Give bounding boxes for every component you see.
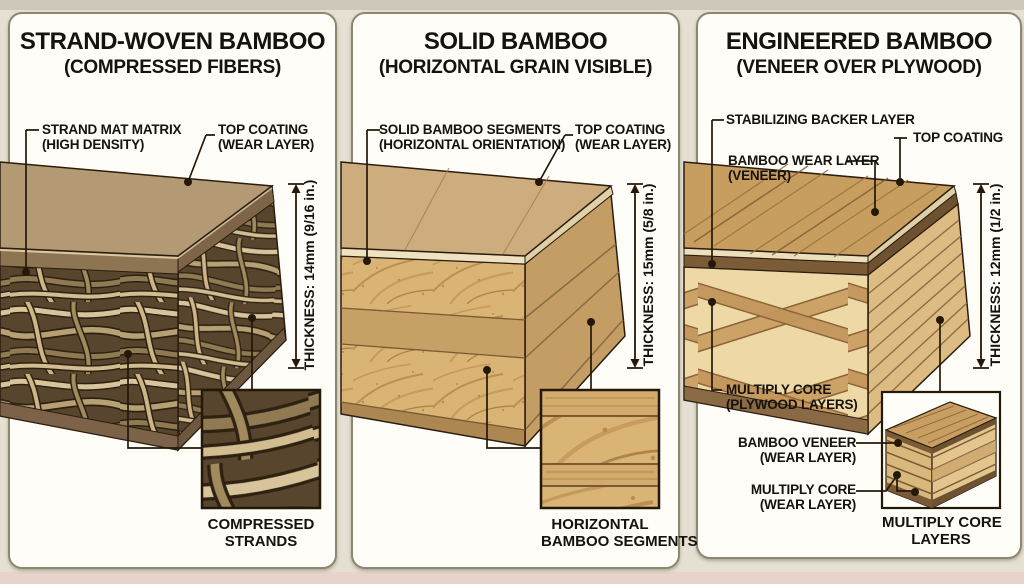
label-top-coating: TOP COATING bbox=[913, 130, 1004, 145]
label-bamboo-veneer: BAMBOO VENEER (WEAR LAYER) bbox=[738, 435, 857, 466]
panel-subtitle: (COMPRESSED FIBERS) bbox=[63, 57, 282, 78]
inset-detail bbox=[539, 388, 661, 510]
leader-dot bbox=[871, 208, 879, 216]
mini-block-3d bbox=[884, 401, 998, 509]
leader-dot bbox=[708, 260, 716, 268]
leader-dot bbox=[896, 178, 904, 186]
leader-dot bbox=[184, 178, 192, 186]
solid-bamboo-illustration bbox=[340, 129, 661, 510]
connector-lines bbox=[483, 318, 595, 449]
panel-subtitle: (VENEER OVER PLYWOOD) bbox=[736, 57, 982, 78]
label-multiply-core: MULTIPLY CORE (PLYWOOD LAYERS) bbox=[726, 382, 858, 413]
strand-woven-illustration bbox=[0, 129, 322, 510]
panel-solid-bamboo: SOLID BAMBOO (HORIZONTAL GRAIN VISIBLE) … bbox=[340, 12, 698, 569]
inset-leaders bbox=[856, 439, 919, 496]
label-strand-mat-matrix: STRAND MAT MATRIX (HIGH DENSITY) bbox=[42, 122, 182, 153]
engineered-bamboo-illustration bbox=[683, 119, 1002, 510]
leader-dot bbox=[248, 314, 256, 322]
leader-dot bbox=[893, 471, 901, 479]
label-top-coating: TOP COATING (WEAR LAYER) bbox=[575, 122, 672, 153]
connector-lines bbox=[124, 314, 256, 449]
dimension-arrow-up bbox=[630, 184, 640, 193]
leader-lines bbox=[22, 129, 215, 276]
leader-dot bbox=[22, 268, 30, 276]
dimension-indicator bbox=[288, 183, 304, 369]
leader-dot bbox=[535, 178, 543, 186]
label-solid-segments: SOLID BAMBOO SEGMENTS (HORIZONTAL ORIENT… bbox=[379, 122, 566, 153]
inset-caption: MULTIPLY CORE LAYERS bbox=[882, 514, 1002, 549]
block-3d bbox=[0, 161, 287, 452]
leader-dot bbox=[936, 316, 944, 324]
leader-dot bbox=[363, 257, 371, 265]
panel-strand-woven: STRAND-WOVEN BAMBOO (COMPRESSED FIBERS) … bbox=[0, 12, 337, 569]
inset-caption: COMPRESSED STRANDS bbox=[207, 516, 315, 551]
dimension-arrow-up bbox=[291, 184, 301, 193]
inset-detail bbox=[200, 388, 322, 510]
dimension-arrow-down bbox=[976, 359, 986, 368]
bottom-margin-strip bbox=[0, 572, 1024, 584]
leader-dot bbox=[708, 298, 716, 306]
label-multiply-core-wear: MULTIPLY CORE (WEAR LAYER) bbox=[750, 482, 856, 513]
panel-engineered-bamboo: ENGINEERED BAMBOO (VENEER OVER PLYWOOD) … bbox=[683, 12, 1022, 559]
leader-dot bbox=[483, 366, 491, 374]
thickness-label: THICKNESS: 12mm (1/2 in.) bbox=[987, 183, 1003, 367]
panel-title: ENGINEERED BAMBOO bbox=[725, 28, 993, 55]
panel-subtitle: (HORIZONTAL GRAIN VISIBLE) bbox=[378, 57, 653, 78]
dimension-arrow-down bbox=[291, 359, 301, 368]
inset-detail bbox=[856, 390, 1002, 510]
inset-caption: HORIZONTAL BAMBOO SEGMENTS bbox=[541, 516, 698, 551]
label-top-coating: TOP COATING (WEAR LAYER) bbox=[218, 122, 315, 153]
leader-lines bbox=[708, 119, 907, 268]
block-3d bbox=[340, 161, 626, 448]
thickness-label: THICKNESS: 15mm (5/8 in.) bbox=[640, 183, 656, 367]
thickness-label: THICKNESS: 14mm (9/16 in.) bbox=[301, 179, 317, 371]
leader-dot bbox=[587, 318, 595, 326]
top-margin-strip bbox=[0, 0, 1024, 10]
dimension-arrow-up bbox=[976, 184, 986, 193]
label-bamboo-wear-layer: BAMBOO WEAR LAYER (VENEER) bbox=[728, 153, 880, 184]
dimension-arrow-down bbox=[630, 359, 640, 368]
label-stabilizing-backer: STABILIZING BACKER LAYER bbox=[726, 112, 915, 127]
leader-dot bbox=[124, 350, 132, 358]
panel-title: SOLID BAMBOO bbox=[423, 28, 608, 55]
panel-title: STRAND-WOVEN BAMBOO bbox=[19, 28, 326, 55]
dimension-indicator bbox=[973, 183, 989, 369]
leader-dot bbox=[911, 488, 919, 496]
leader-lines bbox=[363, 129, 573, 265]
connector-lines bbox=[708, 298, 944, 392]
dimension-indicator bbox=[627, 183, 643, 369]
leader-dot bbox=[894, 439, 902, 447]
block-3d bbox=[683, 161, 971, 436]
